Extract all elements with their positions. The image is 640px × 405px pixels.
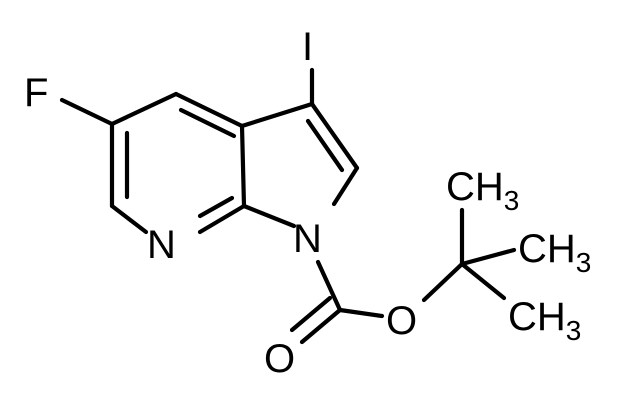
bond-cq-ch3-middle — [459, 247, 517, 267]
bond-carbonyl-o-1 — [299, 307, 343, 345]
methyl-bottom-label: CH3 — [508, 295, 581, 346]
bond-c3a-c7a — [239, 123, 247, 209]
pyrrole-ring — [239, 67, 360, 229]
methyl-bottom-symbol: CH — [508, 295, 566, 339]
atom-ester-oxygen: O — [386, 299, 417, 343]
methyl-middle-subscript: 3 — [576, 247, 592, 278]
bond-c3-c2-inner — [305, 118, 345, 173]
bond-c4-c3a-inner — [178, 107, 237, 139]
atom-pyridine-nitrogen: N — [147, 223, 176, 267]
bond-c3-c2 — [309, 101, 360, 171]
bond-c7a-n7-inner — [197, 195, 235, 219]
bond-n7-c6 — [109, 203, 149, 235]
bond-c4-c3a — [173, 91, 245, 129]
methyl-top-symbol: CH — [446, 165, 504, 209]
methyl-top-label: CH3 — [446, 165, 519, 216]
atom-labels: F I N N O O CH3 CH3 CH3 — [24, 25, 591, 381]
bond-n1-c7a — [241, 203, 297, 229]
bond-c5-c4 — [109, 91, 179, 127]
atom-fluorine: F — [24, 71, 48, 115]
bond-carbonyl-o-2 — [289, 295, 333, 333]
bond-ccarbonyl-oester — [337, 307, 385, 319]
bond-c3a-c3 — [239, 101, 315, 129]
atom-iodine: I — [302, 25, 313, 69]
methyl-bottom-subscript: 3 — [566, 315, 582, 346]
bond-cq-ch3-bottom — [459, 261, 507, 301]
bond-c7a-n7 — [197, 203, 247, 235]
bond-oester-cq — [421, 261, 465, 303]
bond-c2-n1 — [331, 165, 360, 207]
atom-carbonyl-oxygen: O — [264, 337, 295, 381]
atom-pyrrole-nitrogen: N — [293, 217, 322, 261]
boc-group — [289, 207, 517, 345]
methyl-middle-symbol: CH — [518, 227, 576, 271]
pyridine-ring — [59, 91, 247, 235]
methyl-middle-label: CH3 — [518, 227, 591, 278]
bond-c5-f — [59, 97, 115, 127]
methyl-top-subscript: 3 — [504, 185, 520, 216]
bond-n1-ccarbonyl — [315, 259, 343, 313]
